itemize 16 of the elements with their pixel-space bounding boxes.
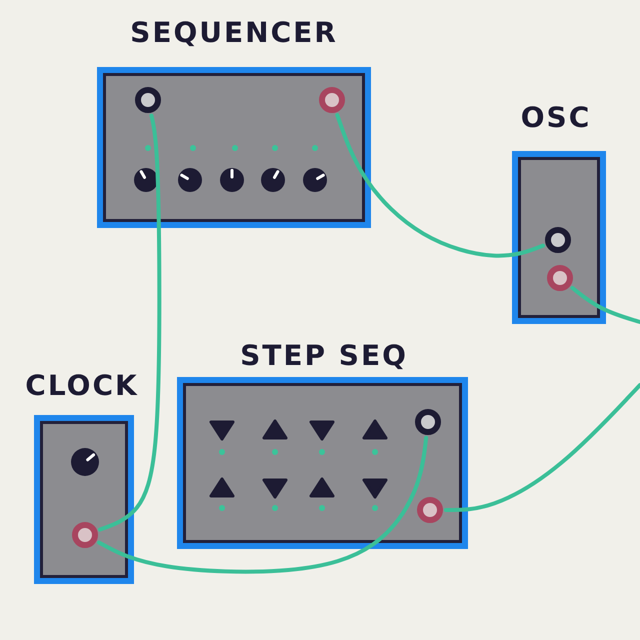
output-jack bbox=[547, 265, 573, 291]
module-title: SEQUENCER bbox=[129, 15, 339, 51]
patch-cable bbox=[98, 114, 162, 532]
output-jack bbox=[417, 497, 443, 523]
module-title: CLOCK bbox=[24, 368, 140, 404]
input-jack bbox=[415, 409, 441, 435]
input-jack bbox=[545, 227, 571, 253]
patch-cable bbox=[335, 113, 546, 258]
module-title: OSC bbox=[520, 100, 592, 136]
patch-cable bbox=[570, 286, 640, 324]
patch-cable bbox=[97, 436, 428, 574]
input-jack bbox=[135, 87, 161, 113]
patch-cable bbox=[444, 383, 640, 512]
module-title: STEP SEQ bbox=[239, 338, 409, 374]
output-jack bbox=[72, 522, 98, 548]
output-jack bbox=[319, 87, 345, 113]
